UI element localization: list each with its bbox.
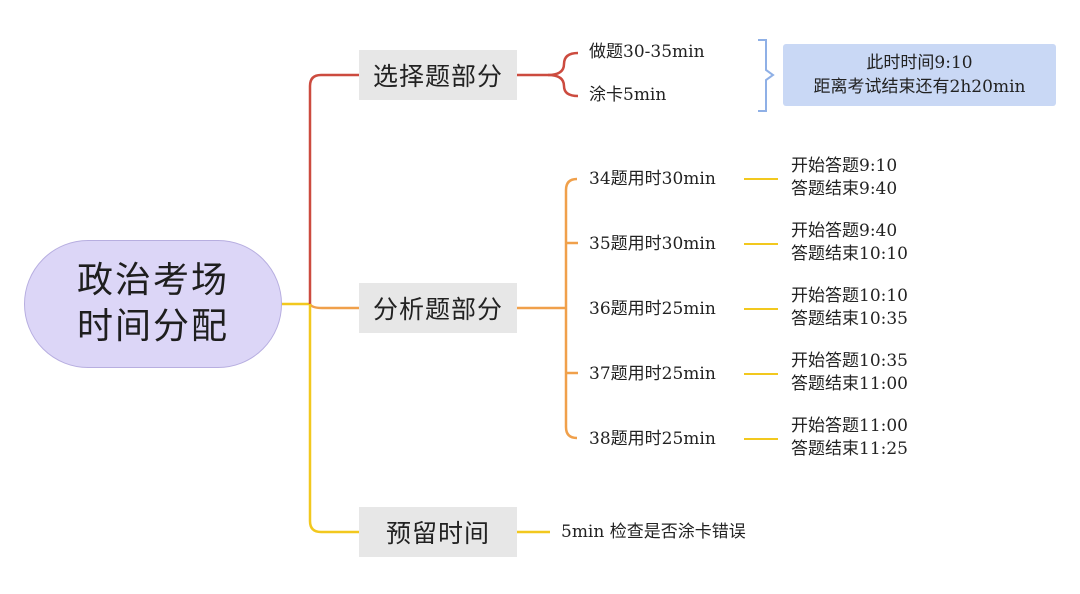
root-topic: 政治考场 时间分配 bbox=[24, 240, 282, 368]
start-time: 开始答题9:40 bbox=[791, 221, 898, 241]
end-time: 答题结束9:40 bbox=[791, 179, 898, 199]
analysis-item-35: 35题用时30min bbox=[589, 234, 716, 254]
end-time: 答题结束11:00 bbox=[791, 374, 908, 394]
reserve-item: 5min 检查是否涂卡错误 bbox=[561, 522, 746, 542]
start-time: 开始答题10:35 bbox=[791, 351, 908, 371]
analysis-item-36: 36题用时25min bbox=[589, 299, 716, 319]
analysis-times-34: 开始答题9:10 答题结束9:40 bbox=[791, 155, 897, 201]
analysis-times-37: 开始答题10:35 答题结束11:00 bbox=[791, 350, 908, 396]
analysis-item-37: 37题用时25min bbox=[589, 364, 716, 384]
analysis-times-38: 开始答题11:00 答题结束11:25 bbox=[791, 415, 908, 461]
start-time: 开始答题9:10 bbox=[791, 156, 898, 176]
root-title-line2: 时间分配 bbox=[76, 306, 229, 347]
time-note-line2: 距离考试结束还有2h20min bbox=[813, 77, 1026, 97]
choice-item-answer: 做题30-35min bbox=[589, 42, 705, 62]
analysis-item-38: 38题用时25min bbox=[589, 429, 716, 449]
analysis-times-35: 开始答题9:40 答题结束10:10 bbox=[791, 220, 908, 266]
branch-reserve: 预留时间 bbox=[359, 507, 517, 557]
branch-choice: 选择题部分 bbox=[359, 50, 517, 100]
time-note-line1: 此时时间9:10 bbox=[866, 53, 973, 73]
start-time: 开始答题11:00 bbox=[791, 416, 908, 436]
root-title-line1: 政治考场 bbox=[76, 260, 229, 301]
analysis-item-34: 34题用时30min bbox=[589, 169, 716, 189]
choice-item-card: 涂卡5min bbox=[589, 85, 667, 105]
end-time: 答题结束10:35 bbox=[791, 309, 908, 329]
end-time: 答题结束10:10 bbox=[791, 244, 908, 264]
branch-analysis: 分析题部分 bbox=[359, 283, 517, 333]
analysis-times-36: 开始答题10:10 答题结束10:35 bbox=[791, 285, 908, 331]
end-time: 答题结束11:25 bbox=[791, 439, 908, 459]
time-note: 此时时间9:10 距离考试结束还有2h20min bbox=[783, 44, 1056, 106]
start-time: 开始答题10:10 bbox=[791, 286, 908, 306]
